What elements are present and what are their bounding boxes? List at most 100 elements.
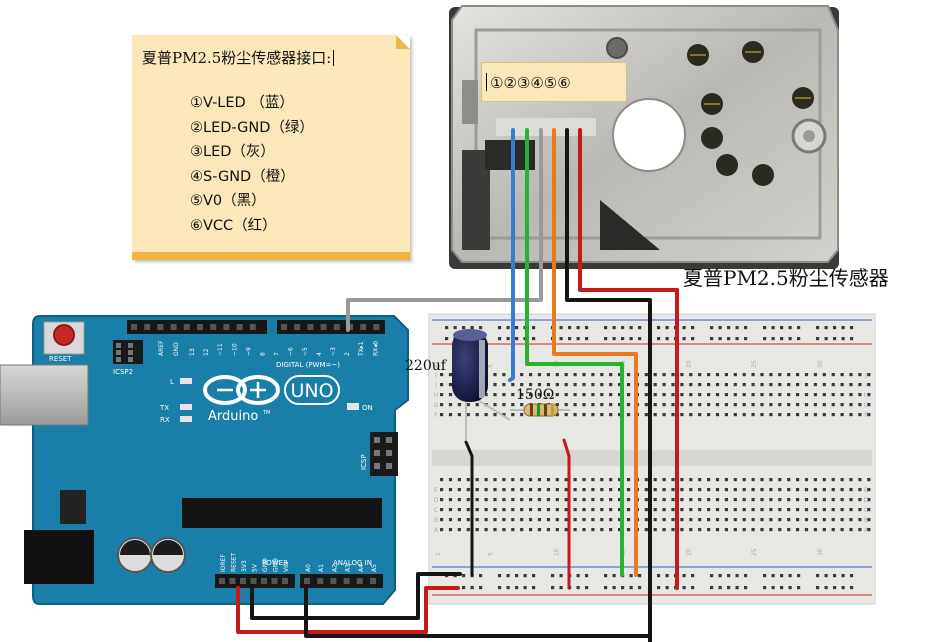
reset-button[interactable] [53,324,75,346]
breadboard-row-label: D [864,497,869,504]
digital-header-pins [131,324,380,330]
breadboard-row-label: G [434,402,439,409]
arduino-uno: UNO Arduino TM RESET ICSP2 ICSP DIGITAL … [0,315,409,605]
pin-label: ~6 [288,347,295,356]
pin-label: ~10 [231,343,238,356]
icsp-label: ICSP [360,454,368,470]
pin-item: ⑤V0（黑） [190,193,266,209]
breadboard-row-label: A [434,527,439,534]
wires [236,128,679,642]
pin-label: GND [273,558,280,572]
pin-label: 3V3 [241,560,248,572]
breadboard-col-label: 30 [817,548,824,556]
power-label: POWER [262,559,288,567]
uno-badge [284,375,340,405]
pin-label: TX▸1 [358,341,365,357]
breadboard-col-label: 5 [488,552,495,556]
pin-label: 2 [344,352,351,356]
pin-item: ①V-LED （蓝） [190,95,294,111]
breadboard-row-label: E [434,487,438,494]
pin-label: ~5 [302,347,309,356]
breadboard-col-label: 1 [435,552,442,556]
pin-label: RESET [231,552,238,572]
pin-label: GND [262,558,269,572]
breadboard-col-label: 20 [685,360,692,368]
capacitor-220uf [452,329,511,440]
pin-label: ~3 [330,347,337,356]
wire-orange-sgnd [552,128,638,577]
breadboard-row-label: F [864,412,868,419]
l-led-label: L [170,378,174,386]
pin-item: ⑥VCC（红） [190,217,277,234]
tx-led-label: TX [159,404,169,412]
pin-list: ①V-LED （蓝） ②LED-GND（绿） ③LED（灰） ④S-GND（橙）… [190,91,314,238]
reset-label: RESET [49,355,72,363]
wire-green-ledgnd [525,128,624,577]
breadboard-row-label: A [864,527,869,534]
breadboard-col-label: 30 [817,360,824,368]
breadboard-row-label: J [864,372,867,379]
icsp2-label: ICSP2 [113,368,133,376]
resistor-label: 150Ω [516,387,555,403]
breadboard-row-label: C [864,507,868,514]
digital-label: DIGITAL (PWM=~) [276,361,340,369]
pin-label: RX◂0 [372,341,379,356]
breadboard-row-label: B [864,517,868,524]
breadboard-col-label: 25 [751,548,758,556]
breadboard-row-label: E [864,487,868,494]
note-title: 夏普PM2.5粉尘传感器接口: [142,47,335,68]
pin-label: A4 [358,564,365,572]
pin-item: ②LED-GND（绿） [190,119,314,136]
breadboard-col-label: 5 [488,364,495,368]
breadboard-row-label: H [434,392,439,399]
dust-sensor [449,5,839,269]
breadboard-row-label: H [864,392,869,399]
breadboard-col-label: 10 [554,548,561,556]
breadboard-row-label: B [434,517,438,524]
capacitor-label: 220uf [405,358,446,374]
breadboard-row-label: F [434,412,438,419]
pin-label: A5 [371,564,378,572]
wire-black-a0 [304,586,652,638]
breadboard-row-label: I [435,382,437,389]
pin-label: A3 [345,564,352,572]
arduino-tm: TM [262,410,270,416]
resistor-150ohm [510,403,570,417]
pin-label: A1 [318,564,325,572]
power-analog-header-pins [116,343,392,584]
rx-led-label: RX [160,416,170,424]
pin-label: ~11 [217,343,224,356]
uno-label: UNO [290,380,333,402]
breadboard-row-label: I [865,382,867,389]
pin-label: A0 [305,564,312,572]
aref-label: AREF [158,340,165,356]
pinout-note: 夏普PM2.5粉尘传感器接口: ①V-LED （蓝） ②LED-GND（绿） ③… [132,35,410,260]
pin-item: ③LED（灰） [190,144,275,160]
breadboard-row-label: D [434,497,439,504]
pin-label: VIN [283,562,290,572]
pin-label: 13 [189,348,196,356]
on-led-label: ON [362,404,373,412]
sensor-pin-numbers: ①②③④⑤⑥ [481,62,627,102]
wire-blue-vled [508,128,515,382]
wire-black-gnd-rail [464,440,474,577]
pin-label: 8 [260,352,267,356]
arduino-infinity-logo-icon [203,375,280,405]
pin-item: ④S-GND（橙） [190,168,295,185]
wire-gray-led [346,128,543,332]
breadboard-col-label: 20 [685,548,692,556]
vent-holes-icon [687,41,814,186]
analog-label: ANALOG IN [333,559,372,567]
pin-label: 4 [316,352,323,356]
pin-label: 7 [274,352,281,356]
breadboard-row-label: C [434,507,438,514]
arduino-logo-text: Arduino [208,409,258,424]
pin-label: ~9 [245,347,252,356]
wire-red-jumper [562,438,571,590]
breadboard-row-label: G [864,402,869,409]
breadboard-col-label: 25 [751,360,758,368]
pin-label: 5V [252,563,259,572]
